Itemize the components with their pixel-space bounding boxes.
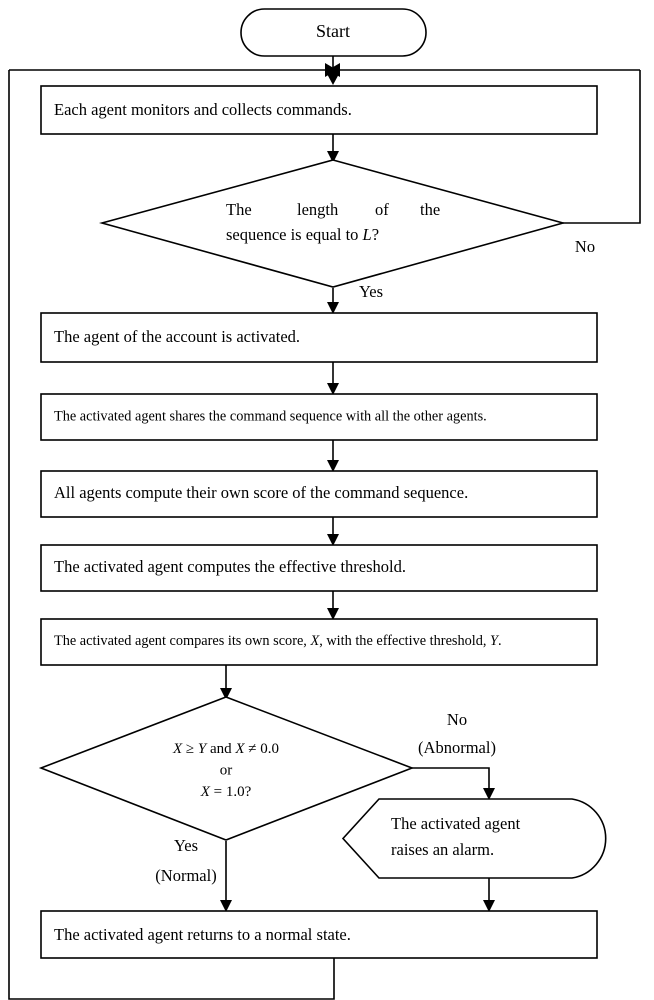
decision-score-line2: or	[220, 762, 233, 778]
decision-length-line1-word4: the	[420, 200, 440, 219]
arrowhead-yes-to-activate	[327, 302, 339, 314]
node-share[interactable]	[40, 393, 598, 441]
label-length-no: No	[575, 237, 595, 256]
node-activate-label: The agent of the account is activated.	[54, 327, 300, 346]
decision-score-y: Y	[198, 741, 208, 757]
decision-score-line3: X = 1.0?	[200, 784, 252, 800]
decision-length-var: L	[362, 225, 372, 244]
decision-score-line1: X ≥ Y and X ≠ 0.0	[172, 741, 279, 757]
arrowhead-into-monitor	[326, 72, 340, 85]
label-score-yes: Yes	[174, 836, 198, 855]
return-loop-path	[8, 70, 335, 1000]
decision-score-neq: ≠ 0.0	[245, 741, 279, 757]
arrowhead-score-to-threshold	[327, 534, 339, 546]
decision-length-line2-tail: ?	[372, 225, 379, 244]
decision-score-x3: X	[200, 784, 211, 800]
decision-length-line1-word1: The	[226, 200, 252, 219]
decision-length-line2: sequence is equal to L?	[226, 225, 379, 244]
arrowhead-no-to-alarm	[483, 788, 495, 800]
compare-part1: The activated agent compares its own sco…	[54, 633, 310, 649]
node-decision-length[interactable]	[98, 159, 567, 288]
compare-var-y: Y	[490, 633, 500, 649]
compare-var-x: X	[309, 633, 320, 649]
loop-connector-outer	[8, 69, 641, 1000]
label-score-no: No	[447, 710, 467, 729]
node-activate[interactable]	[40, 312, 598, 363]
decision-score-and: and	[206, 741, 235, 757]
node-monitor[interactable]	[40, 85, 598, 135]
node-compute-score-label: All agents compute their own score of th…	[54, 483, 468, 502]
decision-score-x2: X	[234, 741, 245, 757]
node-compute-score[interactable]	[40, 470, 598, 518]
node-alarm-line2: raises an alarm.	[391, 840, 494, 859]
compare-part2: , with the effective threshold,	[319, 633, 490, 649]
decision-length-line1-word3: of	[375, 200, 389, 219]
no-branch-right-path	[563, 70, 641, 224]
edge-decision2-no-to-alarm	[412, 767, 490, 795]
decision-length-line2-text: sequence is equal to	[226, 225, 363, 244]
decision-score-eq: = 1.0?	[210, 784, 252, 800]
node-alarm-line1: The activated agent	[391, 814, 521, 833]
arrowhead-threshold-to-compare	[327, 608, 339, 620]
node-compare-label: The activated agent compares its own sco…	[54, 633, 502, 649]
node-compare[interactable]	[40, 618, 598, 666]
node-decision-length-text: The length of the sequence is equal to L…	[226, 200, 440, 244]
node-monitor-label: Each agent monitors and collects command…	[54, 100, 352, 119]
label-length-yes: Yes	[359, 282, 383, 301]
node-start-label: Start	[316, 21, 350, 41]
node-start[interactable]	[240, 8, 427, 57]
node-compute-threshold-label: The activated agent computes the effecti…	[54, 557, 406, 576]
arrowhead-share-to-score	[327, 460, 339, 472]
label-score-yes-sub: (Normal)	[155, 866, 216, 885]
decision-score-x1: X	[172, 741, 183, 757]
node-share-label: The activated agent shares the command s…	[54, 408, 487, 424]
label-score-no-sub: (Abnormal)	[418, 738, 496, 757]
node-normal-state[interactable]	[40, 910, 598, 959]
arrowhead-monitor-to-decision	[327, 151, 339, 163]
node-compute-threshold[interactable]	[40, 544, 598, 592]
compare-part3: .	[498, 633, 502, 649]
arrowhead-alarm-to-normal	[483, 900, 495, 912]
node-decision-score-text: X ≥ Y and X ≠ 0.0 or X = 1.0?	[172, 741, 279, 800]
node-decision-score[interactable]	[38, 696, 415, 841]
decision-length-line1-word2: length	[297, 200, 339, 219]
arrowhead-yes-to-normal	[220, 900, 232, 912]
node-normal-state-label: The activated agent returns to a normal …	[54, 925, 351, 944]
node-alarm[interactable]	[341, 798, 607, 879]
arrowhead-compare-to-decision2	[220, 688, 232, 700]
decision-score-ge: ≥	[182, 741, 198, 757]
arrowhead-activate-to-share	[327, 383, 339, 395]
